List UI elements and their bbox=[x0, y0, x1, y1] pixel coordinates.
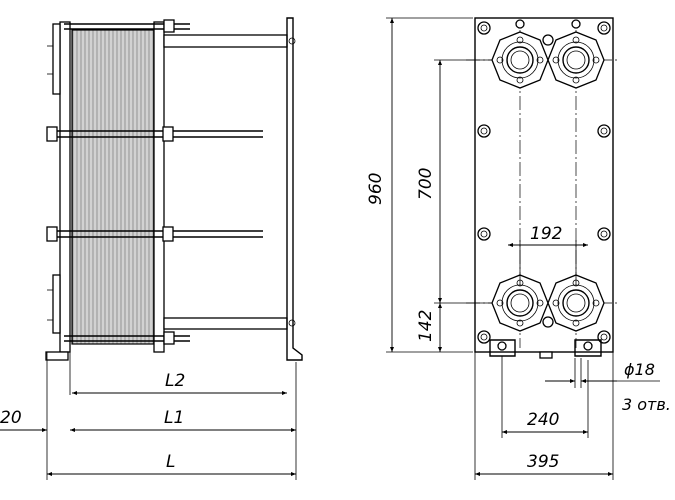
hole-diameter-label: ϕ18 bbox=[624, 360, 655, 379]
dim-240-label: 240 bbox=[527, 410, 559, 430]
dim-l1-label: L1 bbox=[164, 408, 184, 428]
tie-bolt-2 bbox=[46, 226, 263, 242]
left-foot bbox=[489, 339, 516, 357]
hole-count-label: 3 отв. bbox=[622, 395, 671, 414]
center-foot bbox=[539, 351, 553, 359]
right-foot bbox=[574, 339, 602, 357]
top-right-flange bbox=[547, 31, 605, 89]
top-inlet-flange bbox=[52, 23, 61, 95]
dim-395-label: 395 bbox=[527, 452, 559, 472]
tie-bolt-1 bbox=[46, 126, 263, 142]
bolt-holes bbox=[477, 19, 611, 344]
bottom-right-flange bbox=[547, 274, 605, 332]
dim-700-label: 700 bbox=[416, 168, 436, 200]
dim-l-label: L bbox=[166, 452, 175, 472]
frame-foot bbox=[45, 351, 69, 361]
dim-20-label: 20 bbox=[0, 408, 22, 428]
tie-bolt-bottom bbox=[64, 331, 190, 345]
bottom-inlet-flange bbox=[52, 274, 61, 334]
dim-192-label: 192 bbox=[530, 224, 562, 244]
fixed-plate bbox=[59, 21, 71, 353]
dim-l2-label: L2 bbox=[165, 371, 185, 391]
support-column bbox=[286, 17, 303, 361]
top-left-flange bbox=[491, 31, 549, 89]
side-view: L2 L1 20 L bbox=[0, 17, 303, 480]
guide-bar bbox=[163, 317, 288, 330]
front-view: 960 700 142 192 ϕ18 3 отв. 240 395 bbox=[366, 17, 671, 480]
dim-142-label: 142 bbox=[416, 310, 436, 342]
carrying-bar bbox=[163, 34, 288, 48]
tie-bolt-top bbox=[64, 19, 190, 33]
dim-960-label: 960 bbox=[366, 173, 386, 205]
pressure-plate bbox=[153, 21, 165, 353]
plate-pack bbox=[71, 29, 155, 345]
